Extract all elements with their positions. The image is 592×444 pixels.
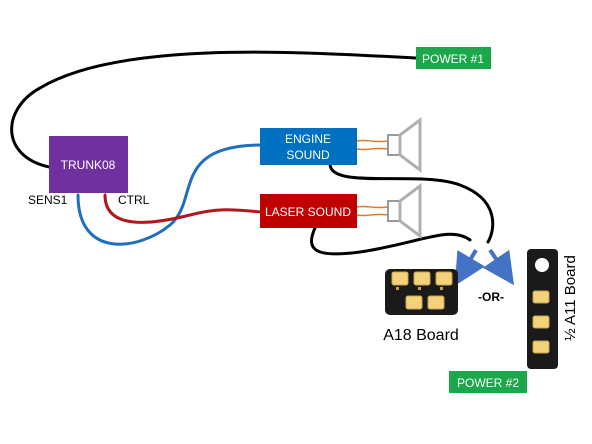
engine-sound-label-line1: ENGINE [285, 132, 331, 146]
sens1-label: SENS1 [28, 193, 68, 207]
engine-sound-label-line2: SOUND [286, 148, 330, 162]
sens1-wire [76, 143, 264, 246]
a11-board-label: ½ A11 Board [562, 255, 579, 341]
laser-sound-box [260, 194, 357, 228]
a11-board [527, 249, 558, 369]
or-label: -OR- [478, 290, 504, 304]
arrow-to-a11 [482, 248, 515, 286]
ctrl-wire [103, 193, 264, 224]
trunk08-box [49, 136, 128, 193]
a18-board [385, 269, 458, 315]
power2-label: POWER #2 [457, 376, 519, 390]
engine-output-wire [328, 162, 495, 244]
laser-sound-label: LASER SOUND [265, 205, 351, 219]
trunk08-label: TRUNK08 [61, 158, 116, 172]
power1-label: POWER #1 [422, 52, 484, 66]
laser-output-wire [310, 226, 472, 256]
engine-sound-box [260, 128, 357, 165]
power1-wire [10, 50, 418, 170]
arrow-to-a18 [454, 248, 485, 286]
speaker-icon [356, 117, 422, 173]
ctrl-label: CTRL [118, 193, 150, 207]
power2-box [449, 371, 527, 393]
a18-board-label: A18 Board [383, 327, 459, 344]
speaker-icon [356, 183, 422, 239]
power1-box [416, 47, 491, 69]
